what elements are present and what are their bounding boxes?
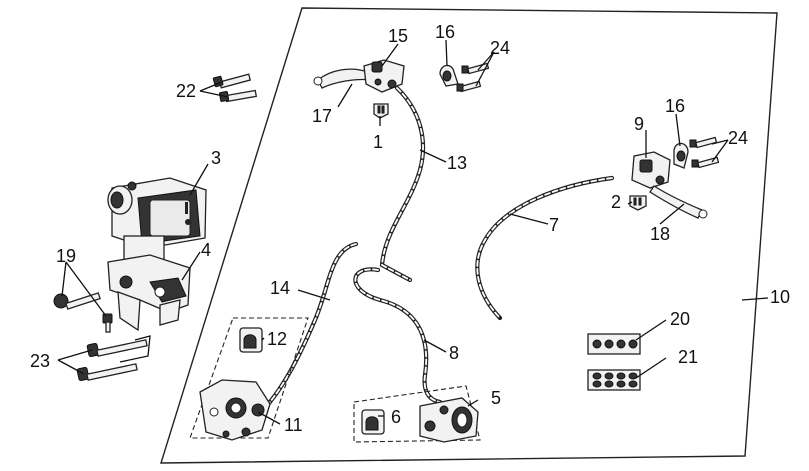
callout-16-top: 16: [435, 22, 455, 42]
callout-12: 12: [267, 329, 287, 349]
abs-modulator-unit: [107, 177, 207, 332]
brake-hose-13: [379, 85, 426, 283]
callout-18: 18: [650, 224, 670, 244]
callout-11: 11: [284, 415, 303, 435]
brake-hose-8: [353, 267, 443, 405]
callout-21: 21: [678, 347, 698, 367]
brake-pad-12: [239, 327, 263, 353]
callout-20: 20: [670, 309, 690, 329]
callout-14: 14: [270, 278, 290, 298]
brake-hose-7: [475, 175, 615, 321]
cap-2: [629, 195, 647, 211]
callout-17: 17: [312, 106, 332, 126]
callout-24-top: 24: [490, 38, 510, 58]
assembly-outline: [160, 7, 778, 464]
callout-6: 6: [391, 407, 401, 427]
callout-24-right: 24: [728, 128, 748, 148]
brake-pad-6: [361, 409, 385, 435]
callout-10: 10: [770, 287, 790, 307]
callout-4: 4: [201, 240, 211, 260]
callout-3: 3: [211, 148, 221, 168]
rear-master-cylinder-17: [313, 59, 405, 93]
leader-lines: [57, 39, 769, 425]
callout-2: 2: [611, 192, 621, 212]
cap-1: [373, 103, 389, 119]
callout-16-right: 16: [665, 96, 685, 116]
callout-labels: 1 2 3 4 5 6 7 8 9 10 11 12 13 14 15 16 1…: [30, 22, 790, 435]
clamp-16-top: [439, 62, 490, 93]
callout-23: 23: [30, 351, 50, 371]
caliper-5-group-outline: [353, 385, 481, 443]
bolt-22-set: [212, 73, 258, 103]
bolt-23-set: [76, 335, 151, 382]
callout-19: 19: [56, 246, 76, 266]
clamp-16-right: [673, 136, 720, 169]
washer-kit-20: [587, 333, 641, 355]
callout-22: 22: [176, 81, 196, 101]
callout-1: 1: [373, 132, 383, 152]
callout-9: 9: [634, 114, 644, 134]
rear-caliper-11: [199, 379, 271, 441]
callout-7: 7: [549, 215, 559, 235]
washer-kit-21: [587, 369, 641, 391]
callout-15: 15: [388, 26, 408, 46]
brake-hose-14: [262, 241, 359, 411]
callout-5: 5: [491, 388, 501, 408]
callout-8: 8: [449, 343, 459, 363]
callout-13: 13: [447, 153, 467, 173]
front-caliper-5: [419, 397, 479, 443]
front-master-cylinder-18: [631, 151, 708, 219]
